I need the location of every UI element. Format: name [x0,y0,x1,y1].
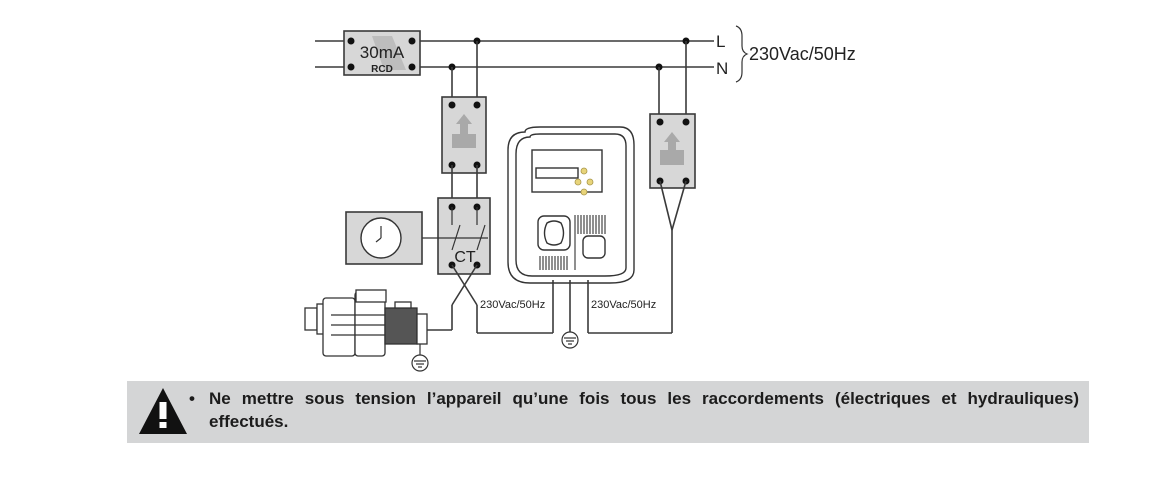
contactor: CT [437,197,491,275]
control-unit-vents [539,215,606,270]
timer-clock [345,211,423,265]
pump-earth-icon [411,344,429,372]
device-feed-voltage: 230Vac/50Hz [591,299,656,311]
bullet: • [189,389,195,408]
control-unit [507,126,635,284]
pump [304,289,428,357]
device-circuit-breaker [649,113,696,189]
supply-voltage: 230Vac/50Hz [749,44,856,64]
warning-banner: • Ne mettre sous tension l’appareil qu’u… [127,381,1089,443]
pump-circuit-breaker [441,96,487,174]
rcd-breaker: 30mA RCD [343,30,421,76]
control-unit-earth-icon [561,331,579,349]
warning-message: Ne mettre sous tension l’appareil qu’une… [209,389,1079,431]
line-label: L [716,32,725,51]
warning-text-block: • Ne mettre sous tension l’appareil qu’u… [189,387,1079,433]
neutral-label: N [716,59,728,78]
rcd-label: RCD [371,64,393,75]
rcd-rating: 30mA [360,43,405,62]
warning-triangle-icon [139,388,187,434]
pump-feed-voltage: 230Vac/50Hz [480,299,545,311]
wiring-diagram: 30mA RCD L N 230Vac/50Hz CT [304,25,856,372]
contactor-label: CT [454,249,476,266]
supply-brace [735,25,749,83]
